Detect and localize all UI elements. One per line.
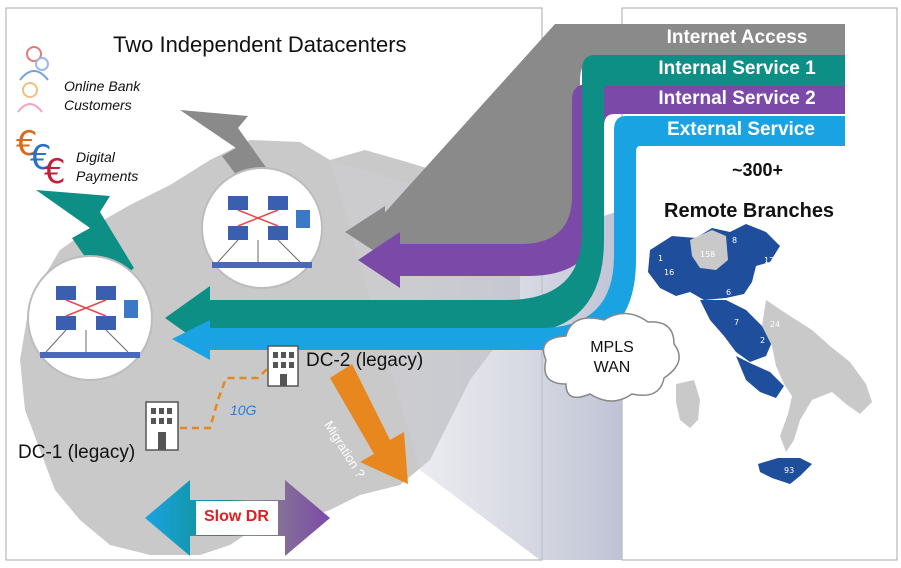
link-10g-label: 10G: [230, 402, 257, 418]
mpls-label: MPLS: [590, 339, 634, 356]
dc1-network-circle: [27, 255, 153, 381]
internal-service-2-band-body: [395, 84, 845, 276]
wan-label: WAN: [593, 359, 631, 376]
euro-icon-blue: €: [30, 138, 52, 178]
migration-arrow: [330, 364, 408, 484]
euro-icon-red: €: [44, 152, 66, 192]
external-service-band-body: [205, 116, 845, 350]
region-number: 24: [770, 320, 781, 329]
region-number: 12: [764, 256, 775, 265]
italy-map: [648, 224, 872, 484]
region-number: 1: [658, 254, 664, 263]
internal-service-1-label: Internal Service 1: [658, 58, 816, 79]
external-service-label: External Service: [667, 119, 815, 140]
branch-count: ~300+: [732, 160, 784, 180]
internal-service-1-band-body: [205, 55, 845, 334]
dc2-label: DC-2 (legacy): [306, 350, 424, 371]
internet-access-band: [345, 24, 845, 246]
remote-branches-title: Remote Branches: [664, 200, 835, 222]
region-number: 93: [784, 466, 795, 475]
online-bank-label-line1: Online Bank: [64, 78, 141, 94]
payments-label-line2: Payments: [76, 168, 139, 184]
online-bank-label-line2: Customers: [64, 97, 132, 113]
region-number: 8: [732, 236, 738, 245]
dc-link-10g: [180, 365, 271, 430]
dc2-network-circle: [201, 167, 323, 289]
dc1-building-icon: [145, 401, 179, 451]
internal-service-2-label: Internal Service 2: [658, 88, 816, 109]
internet-access-label: Internet Access: [666, 27, 808, 48]
page-title: Two Independent Datacenters: [113, 32, 407, 57]
slow-dr-label: Slow DR: [204, 508, 269, 525]
internal-service-2-arrowhead: [358, 232, 400, 288]
region-number: 158: [700, 250, 716, 259]
region-number: 2: [760, 336, 766, 345]
slow-dr-box: [196, 501, 278, 535]
mpls-wan-cloud: [542, 312, 680, 402]
region-number: 7: [734, 318, 740, 327]
external-service-arrowhead: [172, 320, 210, 360]
payments-label-line1: Digital: [76, 149, 115, 165]
customers-icon: [17, 46, 49, 113]
region-number: 6: [726, 288, 732, 297]
region-number: 28: [762, 358, 773, 367]
region-number: 16: [664, 268, 675, 277]
internet-access-arrowhead: [345, 206, 385, 258]
internet-access-band-body: [380, 24, 580, 248]
euro-icon-orange: €: [16, 124, 38, 164]
dc1-label: DC-1 (legacy): [18, 442, 136, 463]
dc2-building-icon: [267, 345, 299, 387]
